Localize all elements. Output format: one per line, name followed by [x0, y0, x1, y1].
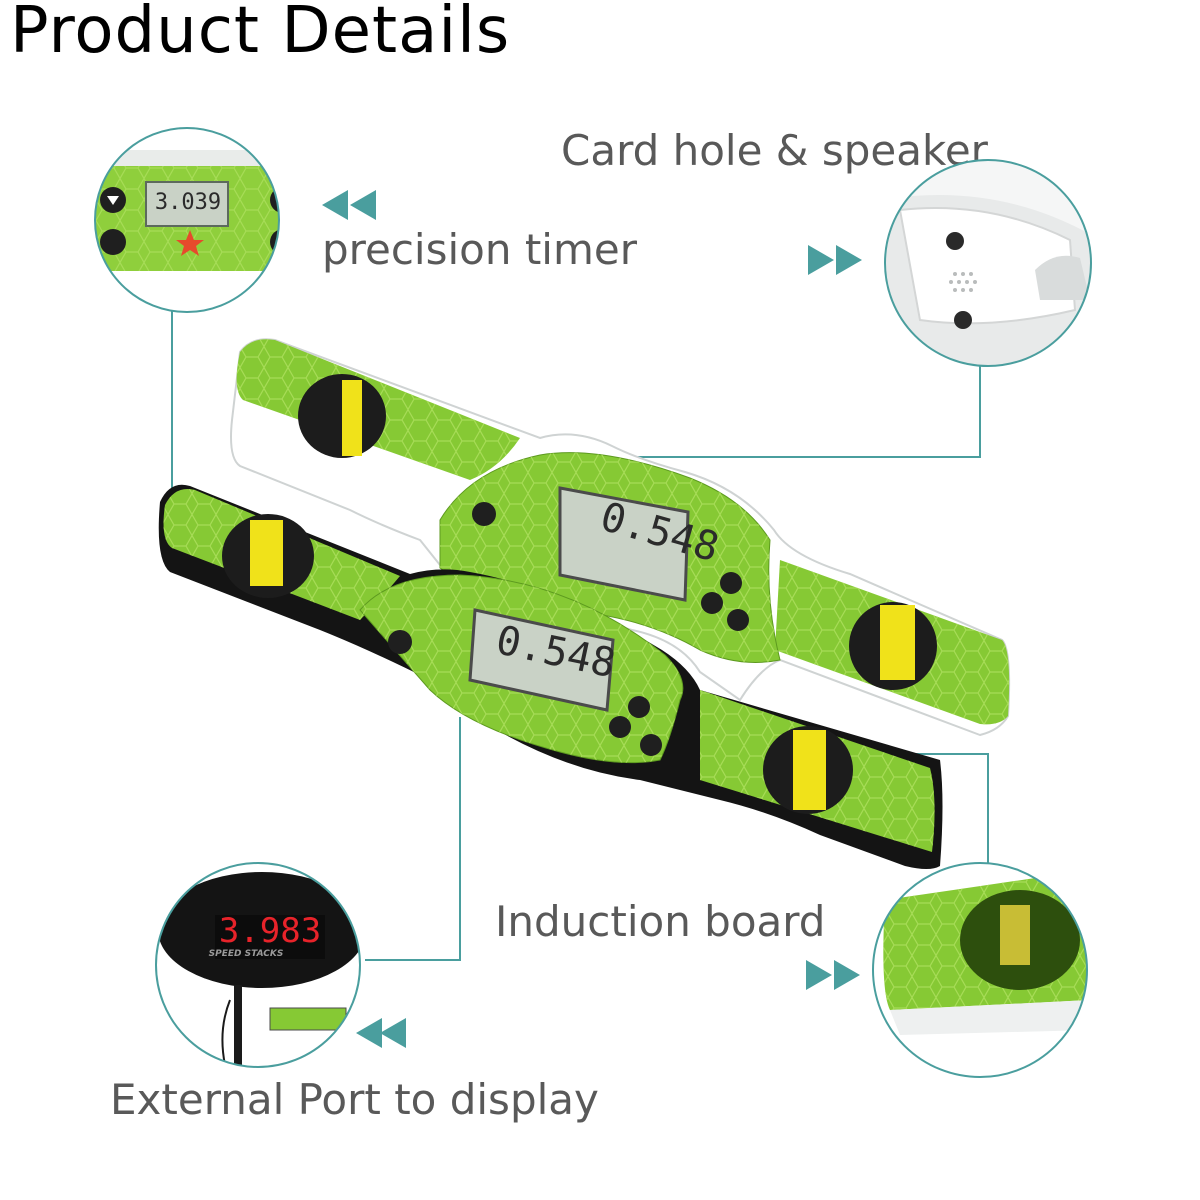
save-icon [100, 229, 126, 255]
black-timer-pad [158, 484, 943, 869]
page-title: Product Details [10, 0, 511, 68]
display-brand-label: SPEED STACKS [209, 949, 284, 959]
power-icon [388, 630, 412, 654]
hand-sensor-icon [342, 380, 362, 456]
arrow-left-icon [322, 190, 376, 220]
reset-icon [640, 734, 662, 756]
label-card-hole-speaker: Card hole & speaker [561, 126, 988, 175]
white-timer-pad [230, 338, 1011, 737]
external-display-closeup: 3.983 SPEED STACKS [155, 862, 361, 1068]
star-logo-icon [176, 230, 204, 256]
hand-sensor-icon [1000, 905, 1030, 965]
arrow-right-icon [806, 960, 860, 990]
hand-sensor-icon [250, 520, 283, 586]
induction-board-closeup [872, 862, 1088, 1078]
external-display-readout: 3.983 [219, 911, 321, 951]
hand-sensor-icon [793, 730, 826, 810]
label-induction-board: Induction board [495, 897, 826, 946]
chevron-down-icon [107, 196, 119, 205]
play-icon [720, 572, 742, 594]
speaker-grille-icon [949, 272, 977, 292]
reset-icon [727, 609, 749, 631]
power-icon [472, 502, 496, 526]
label-external-port: External Port to display [110, 1075, 599, 1124]
precision-timer-closeup: 3.039 [94, 127, 280, 313]
label-precision-timer: precision timer [322, 225, 637, 274]
arrow-right-icon [808, 245, 862, 275]
arrow-left-icon [356, 1018, 406, 1048]
save-icon [609, 716, 631, 738]
mini-timer-readout: 3.039 [155, 190, 221, 215]
play-icon [628, 696, 650, 718]
save-icon [701, 592, 723, 614]
hand-sensor-icon [880, 605, 915, 680]
speaker-closeup [884, 159, 1092, 367]
